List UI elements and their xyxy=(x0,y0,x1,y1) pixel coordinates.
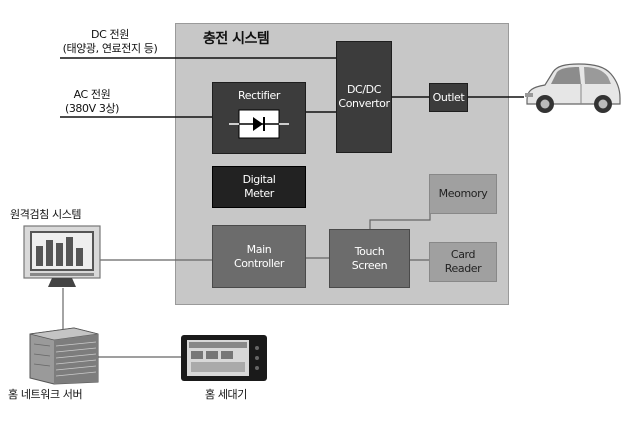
home-unit-label: 홈 세대기 xyxy=(205,388,247,401)
ac-source-label: AC 전원 (380V 3상) xyxy=(64,88,120,115)
dc-source-label: DC 전원 (태양광, 연료전지 등) xyxy=(62,28,158,55)
electric-car-icon xyxy=(525,63,621,113)
card-reader-block: Card Reader xyxy=(429,242,497,282)
diode-icon xyxy=(229,109,289,139)
rectifier-block: Rectifier xyxy=(212,82,306,154)
remote-meter-label: 원격검침 시스템 xyxy=(10,208,82,221)
server-icon xyxy=(29,327,99,385)
home-server-label: 홈 네트워크 서버 xyxy=(8,388,83,401)
memory-block: Meomory xyxy=(429,174,497,214)
main-controller-block: Main Controller xyxy=(212,225,306,288)
rectifier-label: Rectifier xyxy=(238,89,280,102)
monitor-icon xyxy=(23,225,101,287)
touch-screen-block: Touch Screen xyxy=(329,229,410,288)
outlet-block: Outlet xyxy=(429,83,468,112)
digital-meter-block: Digital Meter xyxy=(212,166,306,208)
dcdc-convertor-block: DC/DC Convertor xyxy=(336,41,392,153)
charging-system-title: 충전 시스템 xyxy=(203,31,270,47)
wallpad-icon xyxy=(181,335,267,381)
